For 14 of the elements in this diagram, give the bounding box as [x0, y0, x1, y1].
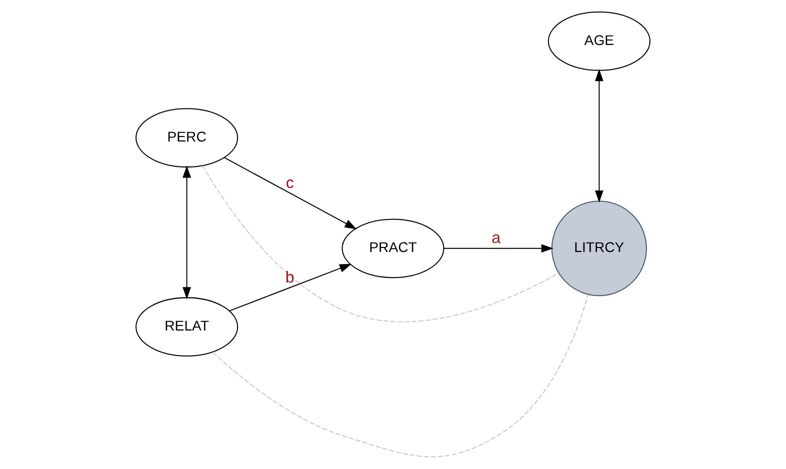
node-ellipse: AGE: [548, 12, 650, 71]
arrow: [224, 157, 357, 230]
node-ellipse: RELAT: [136, 297, 238, 357]
node-ellipse: PERC: [136, 108, 238, 168]
node-circle: LITRCY: [551, 200, 647, 296]
arrow: [444, 244, 554, 253]
connector: [202, 166, 559, 322]
edge-label: c: [286, 174, 294, 192]
edge-label: b: [285, 268, 294, 286]
connector: [212, 294, 588, 458]
arrow: [229, 264, 352, 312]
arrow: [594, 69, 604, 203]
edge-label: a: [492, 229, 501, 248]
arrow: [182, 166, 192, 300]
